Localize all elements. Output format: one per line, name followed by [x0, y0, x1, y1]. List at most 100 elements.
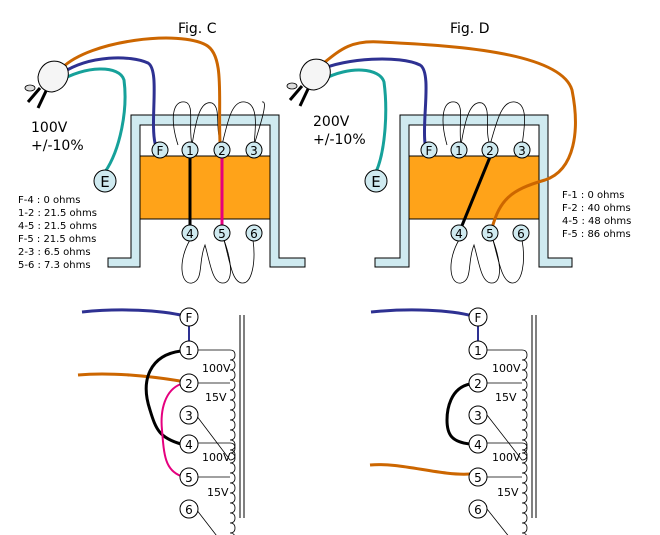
svg-text:3: 3 — [185, 409, 193, 423]
svg-text:100V: 100V — [492, 451, 521, 464]
fig-c-terminal-f — [151, 141, 169, 159]
svg-text:5: 5 — [218, 227, 226, 241]
svg-text:F-5 : 86 ohms: F-5 : 86 ohms — [562, 229, 631, 240]
fig-c-terminal-4 — [181, 224, 199, 242]
fig-c-terminal-2 — [213, 141, 231, 159]
fig-c-earth-terminal — [93, 169, 117, 193]
svg-text:F-4 : 0 ohms: F-4 : 0 ohms — [18, 195, 80, 206]
fig-c-terminal-6 — [245, 224, 263, 242]
svg-text:15V: 15V — [205, 391, 227, 404]
fig-c-tolerance: +/-10% — [31, 138, 84, 154]
schematic-c: 100V 15V 100V 15V F 1 2 3 4 5 6 — [77, 307, 245, 535]
svg-text:F: F — [186, 311, 193, 325]
fig-d-terminal-5 — [481, 224, 499, 242]
svg-text:5-6 : 7.3 ohms: 5-6 : 7.3 ohms — [18, 260, 91, 271]
svg-text:5: 5 — [474, 471, 482, 485]
svg-text:F-2 : 40 ohms: F-2 : 40 ohms — [562, 203, 631, 214]
svg-text:5: 5 — [486, 227, 494, 241]
svg-text:F-5 : 21.5 ohms: F-5 : 21.5 ohms — [18, 234, 96, 245]
svg-text:4: 4 — [474, 438, 482, 452]
schematic-d-neutral-wire — [369, 463, 471, 476]
svg-text:2: 2 — [185, 377, 193, 391]
fig-d-bottom-windings — [450, 239, 524, 284]
schematic-c-terminal-2 — [179, 373, 199, 393]
fig-c-neutral-wire — [60, 36, 222, 143]
fig-d-live-wire — [319, 57, 432, 150]
svg-text:1-2 : 21.5 ohms: 1-2 : 21.5 ohms — [18, 208, 97, 219]
svg-text:E: E — [371, 173, 380, 191]
schematic-c-terminal-5 — [179, 467, 199, 487]
fig-c-frame — [107, 114, 306, 268]
svg-text:15V: 15V — [207, 486, 229, 499]
svg-text:E: E — [100, 173, 109, 191]
schematic-d-terminal-4 — [468, 434, 488, 454]
svg-text:100V: 100V — [492, 362, 521, 375]
schematic-d-link-2-4 — [445, 382, 471, 446]
svg-text:15V: 15V — [497, 486, 519, 499]
svg-text:1: 1 — [186, 144, 194, 158]
schematic-d-live-wire — [370, 308, 474, 318]
schematic-d-terminal-6 — [468, 499, 488, 519]
fig-d-link-2-4 — [459, 156, 492, 229]
svg-text:15V: 15V — [495, 391, 517, 404]
schematic-c-terminal-3 — [179, 405, 199, 425]
fig-c-terminals: F 1 2 3 4 5 6 — [151, 141, 263, 242]
fig-d-terminal-6 — [512, 224, 530, 242]
fig-d-earth-wire — [321, 68, 388, 173]
schematic-d-terminal-f — [468, 307, 488, 327]
schematic-c-link-1-4 — [144, 349, 182, 446]
schematic-c-live-wire — [81, 308, 186, 318]
svg-text:2: 2 — [218, 144, 226, 158]
fig-c-terminal-1 — [181, 141, 199, 159]
svg-text:5: 5 — [185, 471, 193, 485]
schematic-c-terminal-4 — [179, 434, 199, 454]
schematic-d-terminal-2 — [468, 373, 488, 393]
schematic-c-coil-upper — [195, 349, 236, 461]
fig-c-plug — [24, 60, 69, 109]
fig-d-title: Fig. D — [450, 21, 490, 37]
svg-text:100V: 100V — [202, 451, 231, 464]
fig-d-neutral-wire — [319, 40, 577, 229]
fig-c-title: Fig. C — [178, 21, 217, 37]
svg-text:4-5 : 21.5 ohms: 4-5 : 21.5 ohms — [18, 221, 97, 232]
schematic-c-terminal-6 — [179, 499, 199, 519]
svg-text:3: 3 — [518, 144, 526, 158]
fig-c-terminal-3 — [245, 141, 263, 159]
fig-d-core — [408, 155, 540, 220]
svg-text:3: 3 — [250, 144, 258, 158]
fig-c-live-wire — [61, 56, 162, 150]
fig-c-terminal-5 — [213, 224, 231, 242]
fig-d-voltage: 200V — [313, 114, 350, 130]
svg-text:F: F — [426, 144, 433, 158]
fig-c-core — [139, 155, 271, 220]
schematic-d-terminal-1 — [468, 340, 488, 360]
fig-d-tolerance: +/-10% — [313, 132, 366, 148]
svg-text:1: 1 — [185, 344, 193, 358]
svg-text:6: 6 — [250, 227, 258, 241]
fig-d-plug — [286, 58, 331, 107]
fig-d-terminals: F 1 2 3 4 5 6 — [420, 141, 531, 242]
fig-d-earth-terminal — [364, 169, 388, 193]
fig-c-bottom-windings — [181, 239, 255, 284]
schematic-c-terminal-1 — [179, 340, 199, 360]
fig-d-terminal-3 — [513, 141, 531, 159]
schematic-c-coil-lower — [195, 442, 236, 535]
svg-text:2: 2 — [474, 377, 482, 391]
fig-d-terminal-f — [420, 141, 438, 159]
svg-text:4: 4 — [455, 227, 463, 241]
fig-d-terminal-4 — [450, 224, 468, 242]
fig-c-top-windings — [172, 101, 265, 146]
schematic-d-coil-lower — [486, 442, 528, 535]
fig-d-frame — [374, 114, 573, 268]
svg-text:F: F — [157, 144, 164, 158]
schematic-c-terminal-f — [179, 307, 199, 327]
fig-d-terminal-1 — [450, 141, 468, 159]
svg-text:2: 2 — [486, 144, 494, 158]
schematic-d-coil-upper — [486, 349, 528, 461]
fig-c-earth-wire — [57, 67, 127, 173]
fig-d-resistance-list: F-1 : 0 ohms F-2 : 40 ohms 4-5 : 48 ohms… — [562, 190, 631, 240]
svg-text:6: 6 — [474, 503, 482, 517]
schematic-c-neutral-wire — [77, 372, 181, 383]
svg-text:4-5 : 48 ohms: 4-5 : 48 ohms — [562, 216, 631, 227]
